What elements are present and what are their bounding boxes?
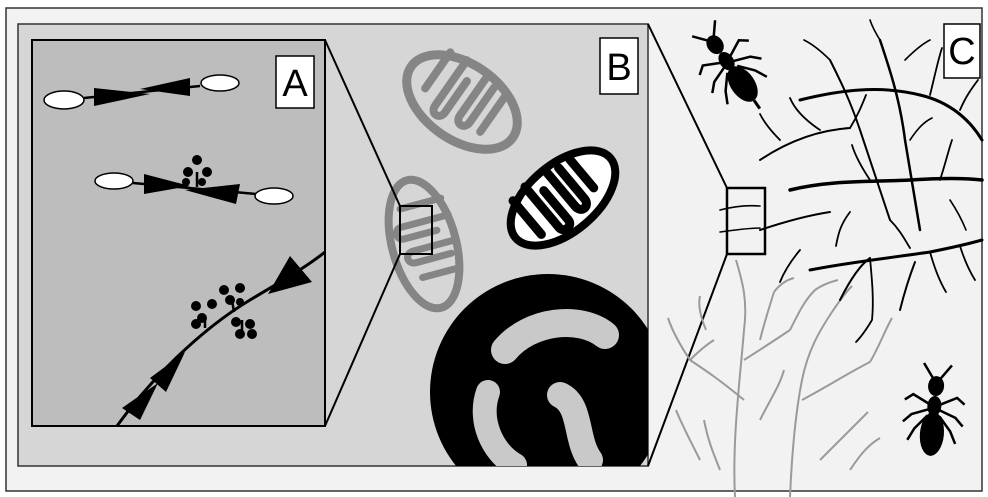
panel-label-a: A bbox=[276, 56, 314, 108]
svg-text:B: B bbox=[606, 47, 631, 89]
svg-text:A: A bbox=[282, 63, 308, 105]
svg-text:C: C bbox=[948, 31, 975, 73]
panel-label-b: B bbox=[600, 38, 638, 94]
panel-label-c: C bbox=[944, 24, 980, 78]
